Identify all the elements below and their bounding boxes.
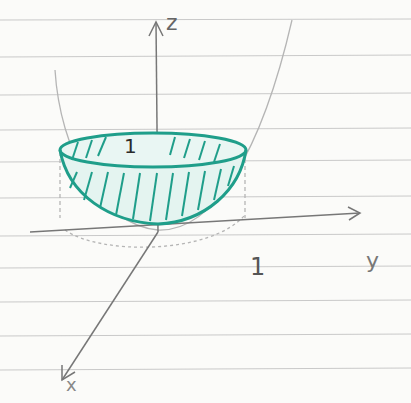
axis-label: x: [66, 376, 77, 394]
parabola-guides: [55, 20, 292, 247]
axis-label: 1: [124, 136, 137, 156]
ruled-lines: [0, 19, 411, 370]
paraboloid-bowl: [60, 133, 246, 224]
axis-label: y: [366, 250, 379, 272]
axes: [30, 22, 360, 380]
axis-label: 1: [250, 255, 265, 279]
axis-label: z: [166, 12, 178, 34]
